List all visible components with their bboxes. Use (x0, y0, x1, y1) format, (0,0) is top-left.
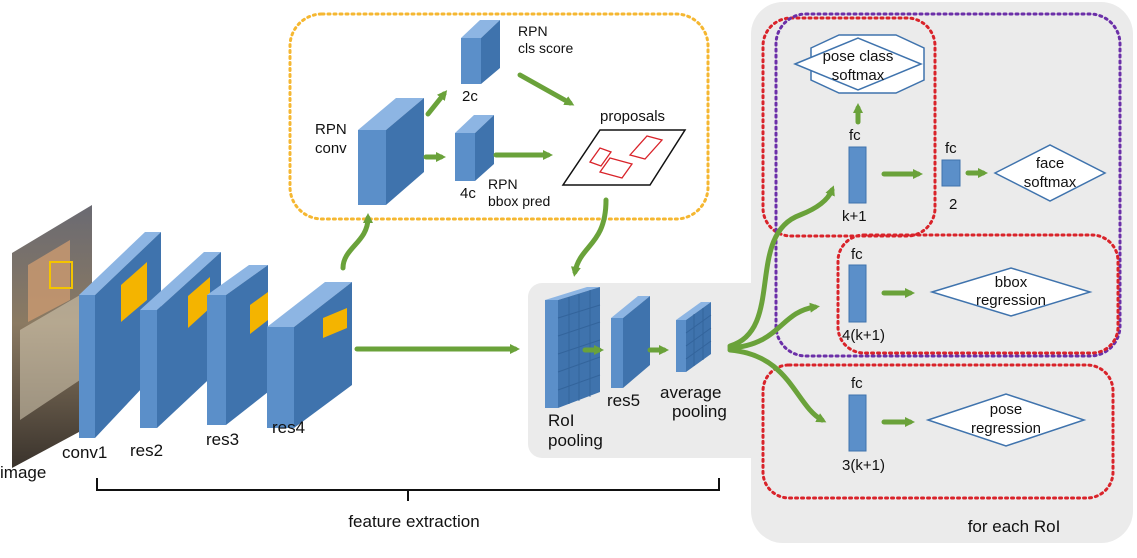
fc-pose-regression-size: 3(k+1) (842, 457, 885, 474)
face-detection-box (49, 261, 73, 289)
pose-regression-node: pose regression (925, 393, 1087, 447)
pose-class-label: pose class (823, 48, 894, 65)
pose-regression-label: pose (990, 401, 1023, 418)
rpn-conv-block (358, 98, 424, 205)
res4-label: res4 (272, 418, 305, 437)
proposals-plane (561, 129, 687, 186)
fc-pose-class (848, 146, 867, 204)
roi-pooling-block (545, 287, 601, 408)
rpn-cls-channels: 2c (462, 88, 478, 105)
rpn-cls-block (461, 20, 500, 84)
res4-feature-map (323, 308, 347, 338)
fc-pose-class-size: k+1 (842, 208, 867, 225)
res4-block (267, 282, 352, 428)
pose-class-label-2: softmax (832, 67, 885, 84)
res2-block (140, 252, 221, 428)
roi-pooling-label: RoI (548, 411, 574, 430)
conv1-feature-map (121, 262, 147, 322)
rpn-bbox-label-2: bbox pred (488, 193, 550, 209)
conv1-block (79, 232, 161, 438)
bbox-regression-label: bbox (995, 274, 1028, 291)
rpn-bbox-channels: 4c (460, 185, 476, 202)
roi-pooling-label-2: pooling (548, 431, 603, 450)
face-softmax-label-2: softmax (1024, 174, 1077, 191)
arrow-avg-to-pose-class (727, 185, 835, 349)
fc-face-size: 2 (949, 196, 957, 213)
image-label: image (0, 463, 46, 482)
arrow-res4-to-rpn (340, 213, 373, 271)
arrow-rpn-to-cls (425, 90, 448, 117)
rpn-frame (288, 12, 710, 221)
res3-block (207, 265, 268, 425)
feature-extraction-brace (96, 478, 720, 501)
arrow-avg-to-bbox (727, 302, 820, 351)
bbox-group (836, 233, 1120, 355)
fc-face-label: fc (945, 140, 957, 157)
face-softmax-label: face (1036, 155, 1064, 172)
rpn-conv-label-2: conv (315, 140, 347, 157)
fc-pose-regression (848, 394, 867, 452)
per-roi-panel (751, 2, 1133, 543)
rpn-conv-label: RPN (315, 121, 347, 138)
pose-class-group (761, 16, 937, 238)
input-image (12, 205, 92, 468)
rpn-cls-label-2: cls score (518, 40, 573, 56)
arrow-proposals-to-roi (570, 197, 609, 277)
fc-pose-regression-label: fc (851, 375, 863, 392)
bbox-regression-node: bbox regression (929, 267, 1093, 317)
fc-bbox (848, 264, 867, 323)
average-pooling-label-2: pooling (672, 402, 727, 421)
rpn-bbox-label: RPN (488, 176, 518, 192)
pose-regression-group (761, 363, 1115, 500)
face-softmax-node: face softmax (993, 144, 1107, 202)
average-pooling-block (676, 302, 712, 372)
rpn-bbox-block (455, 115, 494, 181)
bbox-regression-label-2: regression (976, 292, 1046, 309)
proposals-label: proposals (600, 108, 665, 125)
pose-class-softmax-node: pose class softmax (793, 34, 925, 94)
fc-pose-class-label: fc (849, 127, 861, 144)
fc-face (941, 159, 961, 187)
res2-label: res2 (130, 441, 163, 460)
res5-label: res5 (607, 391, 640, 410)
res3-label: res3 (206, 430, 239, 449)
feature-extraction-label: feature extraction (348, 512, 479, 531)
for-each-roi-label: for each RoI (968, 517, 1061, 536)
res5-block (611, 296, 650, 388)
arrow-cls-to-proposals (517, 72, 575, 106)
rpn-cls-label: RPN (518, 23, 548, 39)
arrow-avg-to-pose-reg (727, 347, 827, 423)
average-pooling-label: average (660, 383, 721, 402)
conv1-label: conv1 (62, 443, 107, 462)
res3-feature-map (250, 292, 268, 334)
fc-bbox-label: fc (851, 246, 863, 263)
fc-bbox-size: 4(k+1) (842, 327, 885, 344)
pose-regression-label-2: regression (971, 420, 1041, 437)
res2-feature-map (188, 277, 210, 328)
